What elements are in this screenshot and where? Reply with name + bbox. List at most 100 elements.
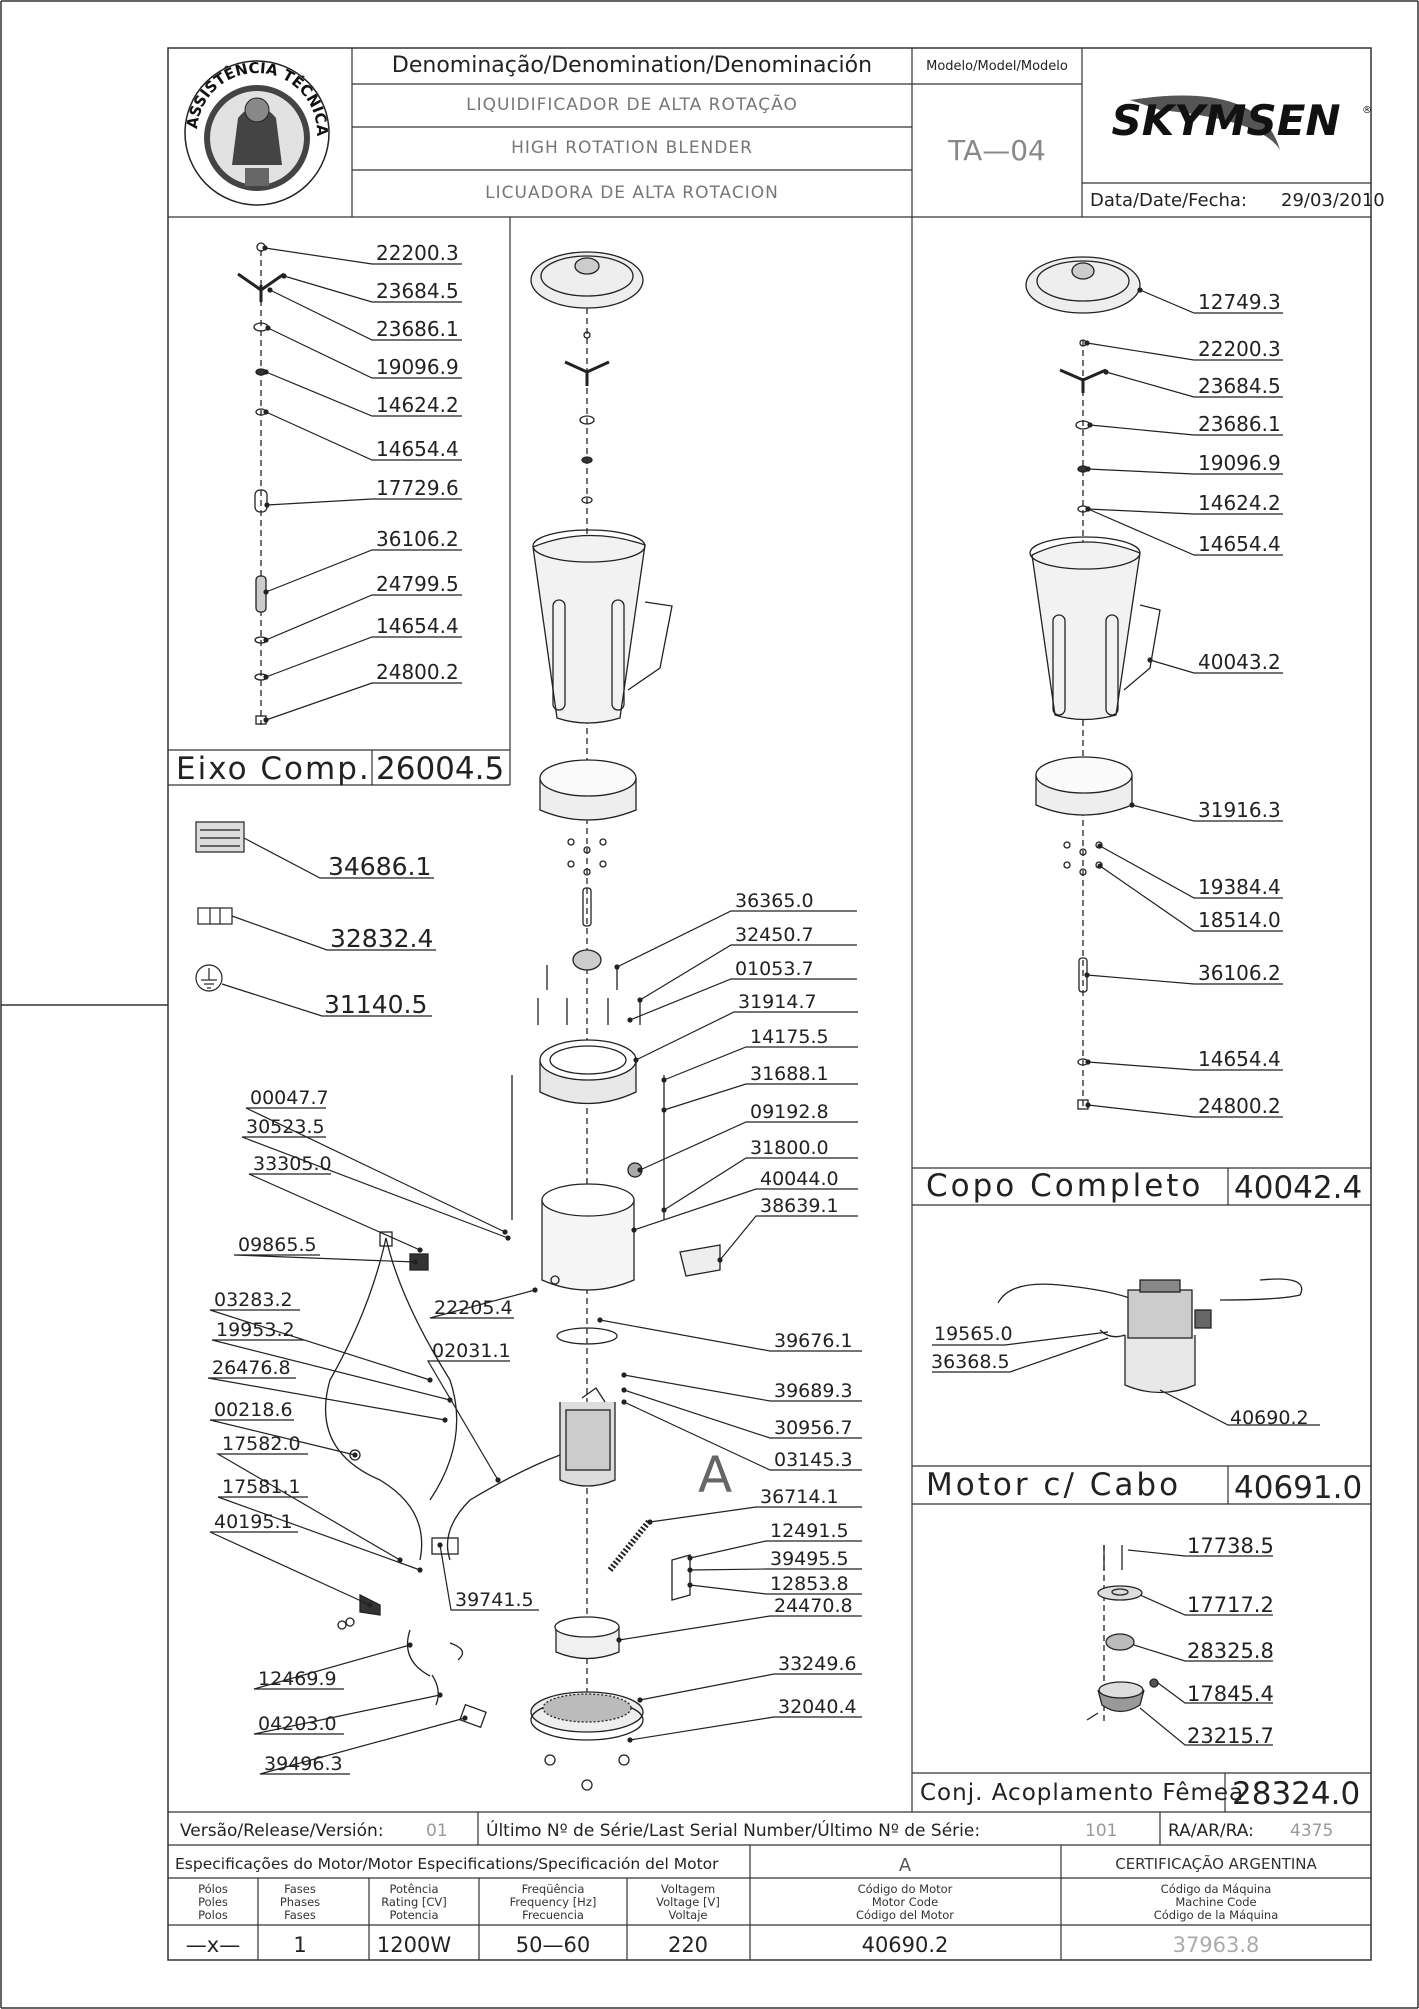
spec-header: Código do Motor [858,1882,953,1896]
center-lower-part-leader-dot [621,1372,627,1378]
center-part-label: 14175.5 [750,1026,829,1048]
shaft-part-leader-dot [281,273,287,279]
jar-part-leader [1099,865,1283,932]
center-part-leader [633,1188,858,1231]
center-part-label: 31688.1 [750,1063,829,1085]
center-left-part-leader-dot [397,1557,403,1563]
coupling-part-5: 23215.7 [1187,1724,1274,1748]
coupling-part-4: 17845.4 [1187,1682,1274,1706]
center-lower-part-leader-dot [647,1519,653,1525]
center-left-part-leader-dot [352,1452,358,1458]
center-part-label: 31914.7 [738,991,817,1013]
center-mid-part-leader-dot [437,1542,443,1548]
center-part-leader [639,944,857,1001]
spec-header: Poles [198,1895,228,1909]
motor-spec-label: Especificações do Motor/Motor Especifica… [175,1855,719,1873]
center-part-leader-dot [661,1077,667,1083]
spec-header: Código del Motor [856,1908,954,1922]
center-left-part-label: 17581.1 [222,1476,301,1498]
shaft-part-leader [265,549,462,593]
jar-part-leader-dot [1087,422,1093,428]
center-lower-part-leader [623,1374,862,1402]
center-part-label: 36365.0 [735,890,814,912]
center-mid-part-leader [439,1544,539,1611]
serial-label: Último Nº de Série/Last Serial Number/Úl… [486,1819,980,1841]
shaft-part-leader-dot [263,409,269,415]
motor-assembly-label: Motor c/ Cabo [926,1467,1181,1503]
coupling-assembly-code: 28324.0 [1232,1776,1360,1812]
voltage-sticker-icon [197,907,233,925]
center-part-leader [629,978,857,1021]
motor-spec-letter: A [899,1855,912,1876]
center-lower-part-label: 12491.5 [770,1520,849,1542]
spec-header: Frequency [Hz] [510,1895,597,1909]
center-lower-part-leader-dot [621,1387,627,1393]
spec-header: Machine Code [1175,1895,1256,1909]
jar-part-leader-dot [1085,1059,1091,1065]
center-lower-left-part-leader-dot [407,1642,413,1648]
center-lower-part-leader [639,1673,862,1701]
jar-part-label: 23686.1 [1198,412,1281,436]
ground-symbol-icon [195,964,223,992]
center-lower-part-leader [689,1540,862,1559]
coupling-part-2: 17717.2 [1187,1593,1274,1617]
center-left-part-leader-dot [427,1377,433,1383]
brand-name: SKYMSEN [1111,96,1340,145]
center-left-part-leader-dot [412,1259,418,1265]
center-left-part-leader [215,1453,401,1561]
center-left-part-leader [248,1173,421,1251]
center-part-leader-dot [631,1227,637,1233]
jar-part-leader [1089,424,1283,436]
panel-dividers [168,217,1371,1812]
jar-part-leader-dot [1085,1102,1091,1108]
center-lower-left-part-label: 39496.3 [264,1753,343,1775]
center-lower-part-leader [623,1389,862,1439]
center-part-label: 32450.7 [735,924,814,946]
spec-header: Potência [390,1882,439,1896]
center-part-leader-dot [633,1057,639,1063]
model-code: TA—04 [947,134,1046,167]
version-value: 01 [426,1821,448,1841]
center-part-leader-dot [717,1257,723,1263]
jar-part-leader [1087,1061,1283,1071]
center-left-part-leader [209,1309,431,1381]
center-left-part-leader [217,1496,421,1571]
center-lower-part-leader-dot [687,1555,693,1561]
center-lower-left-part-leader-dot [462,1715,468,1721]
spec-header: Voltagem [661,1882,715,1896]
center-left-part-leader-dot [417,1567,423,1573]
center-left-part-leader [233,1254,416,1263]
ra-value: 4375 [1290,1821,1333,1841]
shaft-part-leader [265,682,462,721]
center-lower-part-leader [689,1568,862,1571]
motor-part-1: 19565.0 [934,1323,1013,1345]
version-label: Versão/Release/Versión: [180,1821,384,1841]
jar-part-leader [1087,508,1283,556]
center-lower-part-leader [618,1615,862,1641]
serial-value: 101 [1085,1821,1117,1841]
center-left-part-leader [209,1531,371,1606]
center-lower-part-label: 39689.3 [774,1380,853,1402]
spec-header: Polos [198,1908,228,1922]
jar-part-label: 14654.4 [1198,1047,1281,1071]
ra-label: RA/AR/RA: [1168,1821,1254,1841]
spec-header: Potencia [390,1908,439,1922]
jar-part-label: 14654.4 [1198,532,1281,556]
center-left-part-label: 00218.6 [214,1399,293,1421]
motor-part-3: 40690.2 [1230,1407,1309,1429]
spec-header: Rating [CV] [381,1895,447,1909]
center-left-part-leader [211,1339,451,1401]
date-label: Data/Date/Fecha: [1090,190,1247,211]
jar-part-leader [1105,371,1283,398]
shaft-part-leader [265,636,462,678]
shaft-part-leader-dot [267,287,273,293]
center-left-part-label: 00047.7 [250,1087,329,1109]
center-lower-part-label: 39676.1 [774,1330,853,1352]
jar-part-label: 36106.2 [1198,961,1281,985]
shaft-part-label: 14654.4 [376,437,459,461]
center-exploded-view: 36365.032450.701053.731914.714175.531688… [207,251,862,1791]
center-left-part-leader [241,1136,509,1239]
center-left-part-label: 40195.1 [214,1511,293,1533]
spec-value: 40690.2 [862,1933,949,1957]
